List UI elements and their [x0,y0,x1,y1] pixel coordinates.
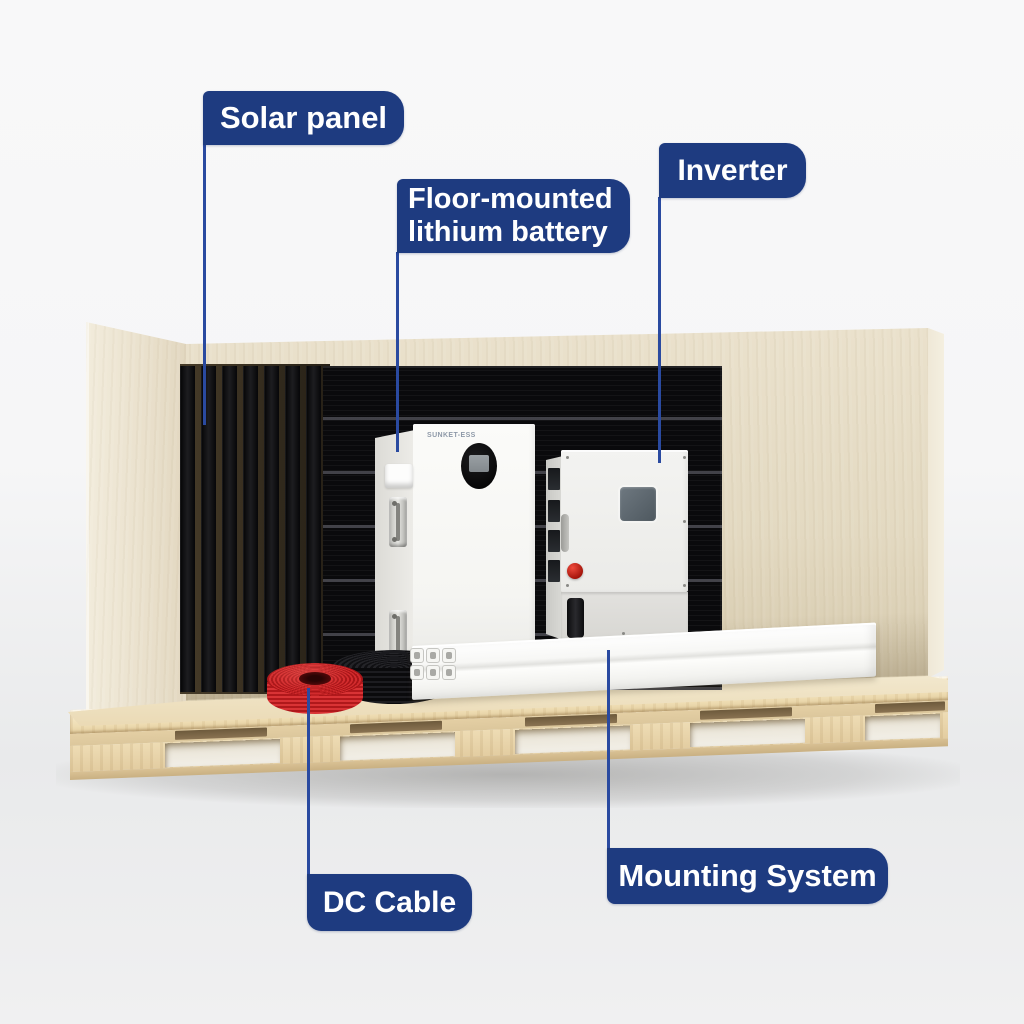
inverter-vent [548,560,560,582]
screw [683,456,686,459]
label-inverter-text: Inverter [677,153,788,187]
label-dc-cable: DC Cable [307,874,472,931]
solar-panel-stack-edges [180,364,330,694]
leader-line-battery [396,252,399,452]
inverter-vent [548,530,560,552]
dc-cable-coil-center [299,672,331,685]
battery-handle [385,464,413,488]
leader-line-solar-panel [203,145,206,425]
screw [622,632,625,635]
label-solar-panel-text: Solar panel [219,100,388,135]
battery-latch-top [389,497,407,547]
screw [566,456,569,459]
back-wall-edge [928,328,944,678]
label-solar-panel: Solar panel [203,91,404,145]
screw [566,584,569,587]
battery-lcd-screen [469,455,489,472]
inverter-display [620,487,656,521]
label-mounting-system: Mounting System [607,848,888,904]
left-wall [86,322,186,752]
leader-line-mounting-system [607,650,610,849]
inverter-antenna [567,598,584,638]
label-inverter: Inverter [659,143,806,198]
leader-line-dc-cable [307,688,310,875]
label-dc-cable-text: DC Cable [322,885,457,919]
inverter-emergency-stop-button [567,563,583,579]
battery-brand-label: SUNKET-ESS [427,432,476,439]
label-lithium-battery: Floor-mounted lithium battery [397,179,630,253]
label-mounting-system-text: Mounting System [618,858,877,893]
screw [683,520,686,523]
inverter-vent [548,468,560,490]
label-lithium-battery-text: Floor-mounted lithium battery [408,183,613,248]
screw [683,584,686,587]
inverter-vent [548,500,560,522]
inverter-handle [561,514,569,552]
leader-line-inverter [658,197,661,463]
mounting-rail-end-profiles [410,648,464,698]
